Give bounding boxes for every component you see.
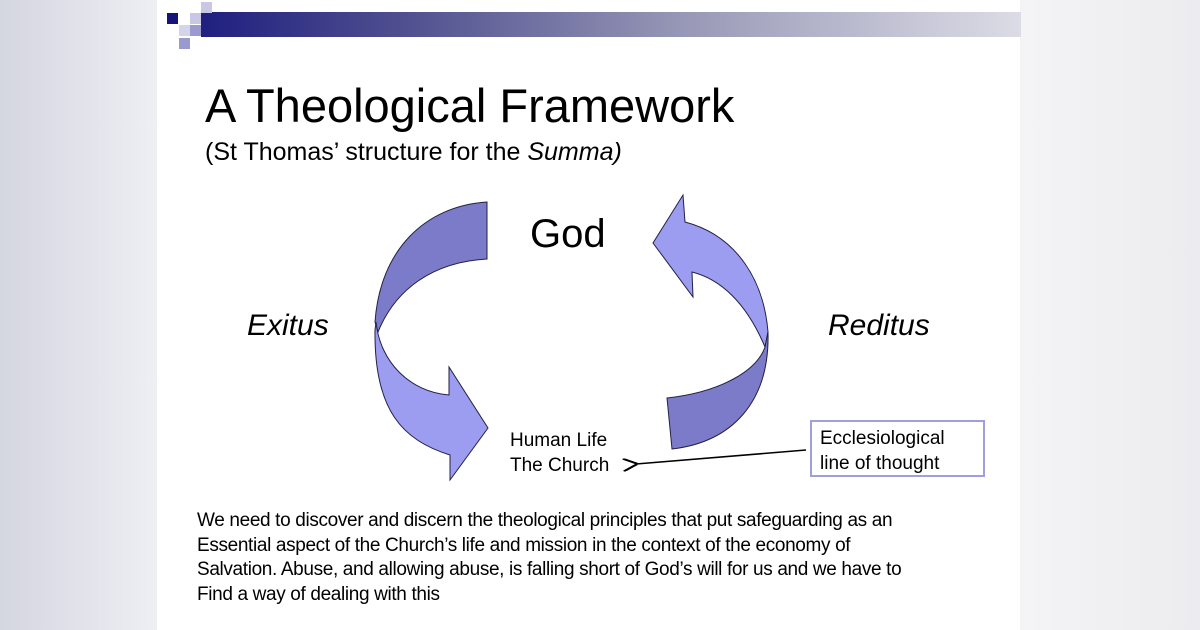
right-margin — [1020, 0, 1200, 630]
decor-square — [190, 13, 201, 24]
callout-connector-arrow — [636, 449, 807, 464]
header-gradient-bar — [201, 12, 1021, 37]
exitus-label: Exitus — [247, 309, 329, 342]
body-line: Essential aspect of the Church’s life an… — [197, 534, 851, 556]
body-line: Find a way of dealing with this — [197, 583, 440, 605]
god-label: God — [530, 212, 606, 256]
reditus-label: Reditus — [828, 309, 930, 342]
human-life-label: Human Life — [510, 430, 608, 451]
callout-line-1: Ecclesiological — [820, 428, 945, 449]
body-line: Salvation. Abuse, and allowing abuse, is… — [197, 559, 902, 580]
the-church-label: The Church — [510, 455, 610, 476]
decor-square — [179, 38, 190, 49]
decor-square — [190, 25, 201, 36]
bottom-label: Human Life The Church — [510, 428, 609, 478]
exitus-arrow-dark-band — [374, 201, 488, 334]
subtitle-italic: Summa) — [527, 138, 622, 166]
exitus-arrow — [374, 201, 489, 482]
body-paragraph: We need to discover and discern the theo… — [197, 509, 902, 607]
exitus-arrow-light-band — [374, 321, 489, 482]
callout-line-2: line of thought — [820, 453, 940, 474]
slide-title: A Theological Framework — [205, 79, 735, 132]
decor-square — [179, 25, 190, 36]
reditus-arrow-light-band — [652, 193, 769, 349]
reditus-arrow — [652, 193, 769, 450]
ecclesiological-callout-box: Ecclesiological line of thought — [810, 420, 985, 477]
decor-square — [201, 2, 212, 13]
body-line: We need to discover and discern the theo… — [197, 510, 893, 531]
slide-background — [157, 0, 1020, 630]
subtitle-text: (St Thomas’ structure for the — [205, 138, 528, 166]
decor-square — [167, 13, 178, 24]
slide-subtitle: (St Thomas’ structure for the Summa) — [205, 138, 622, 167]
reditus-arrow-dark-band — [666, 331, 769, 450]
